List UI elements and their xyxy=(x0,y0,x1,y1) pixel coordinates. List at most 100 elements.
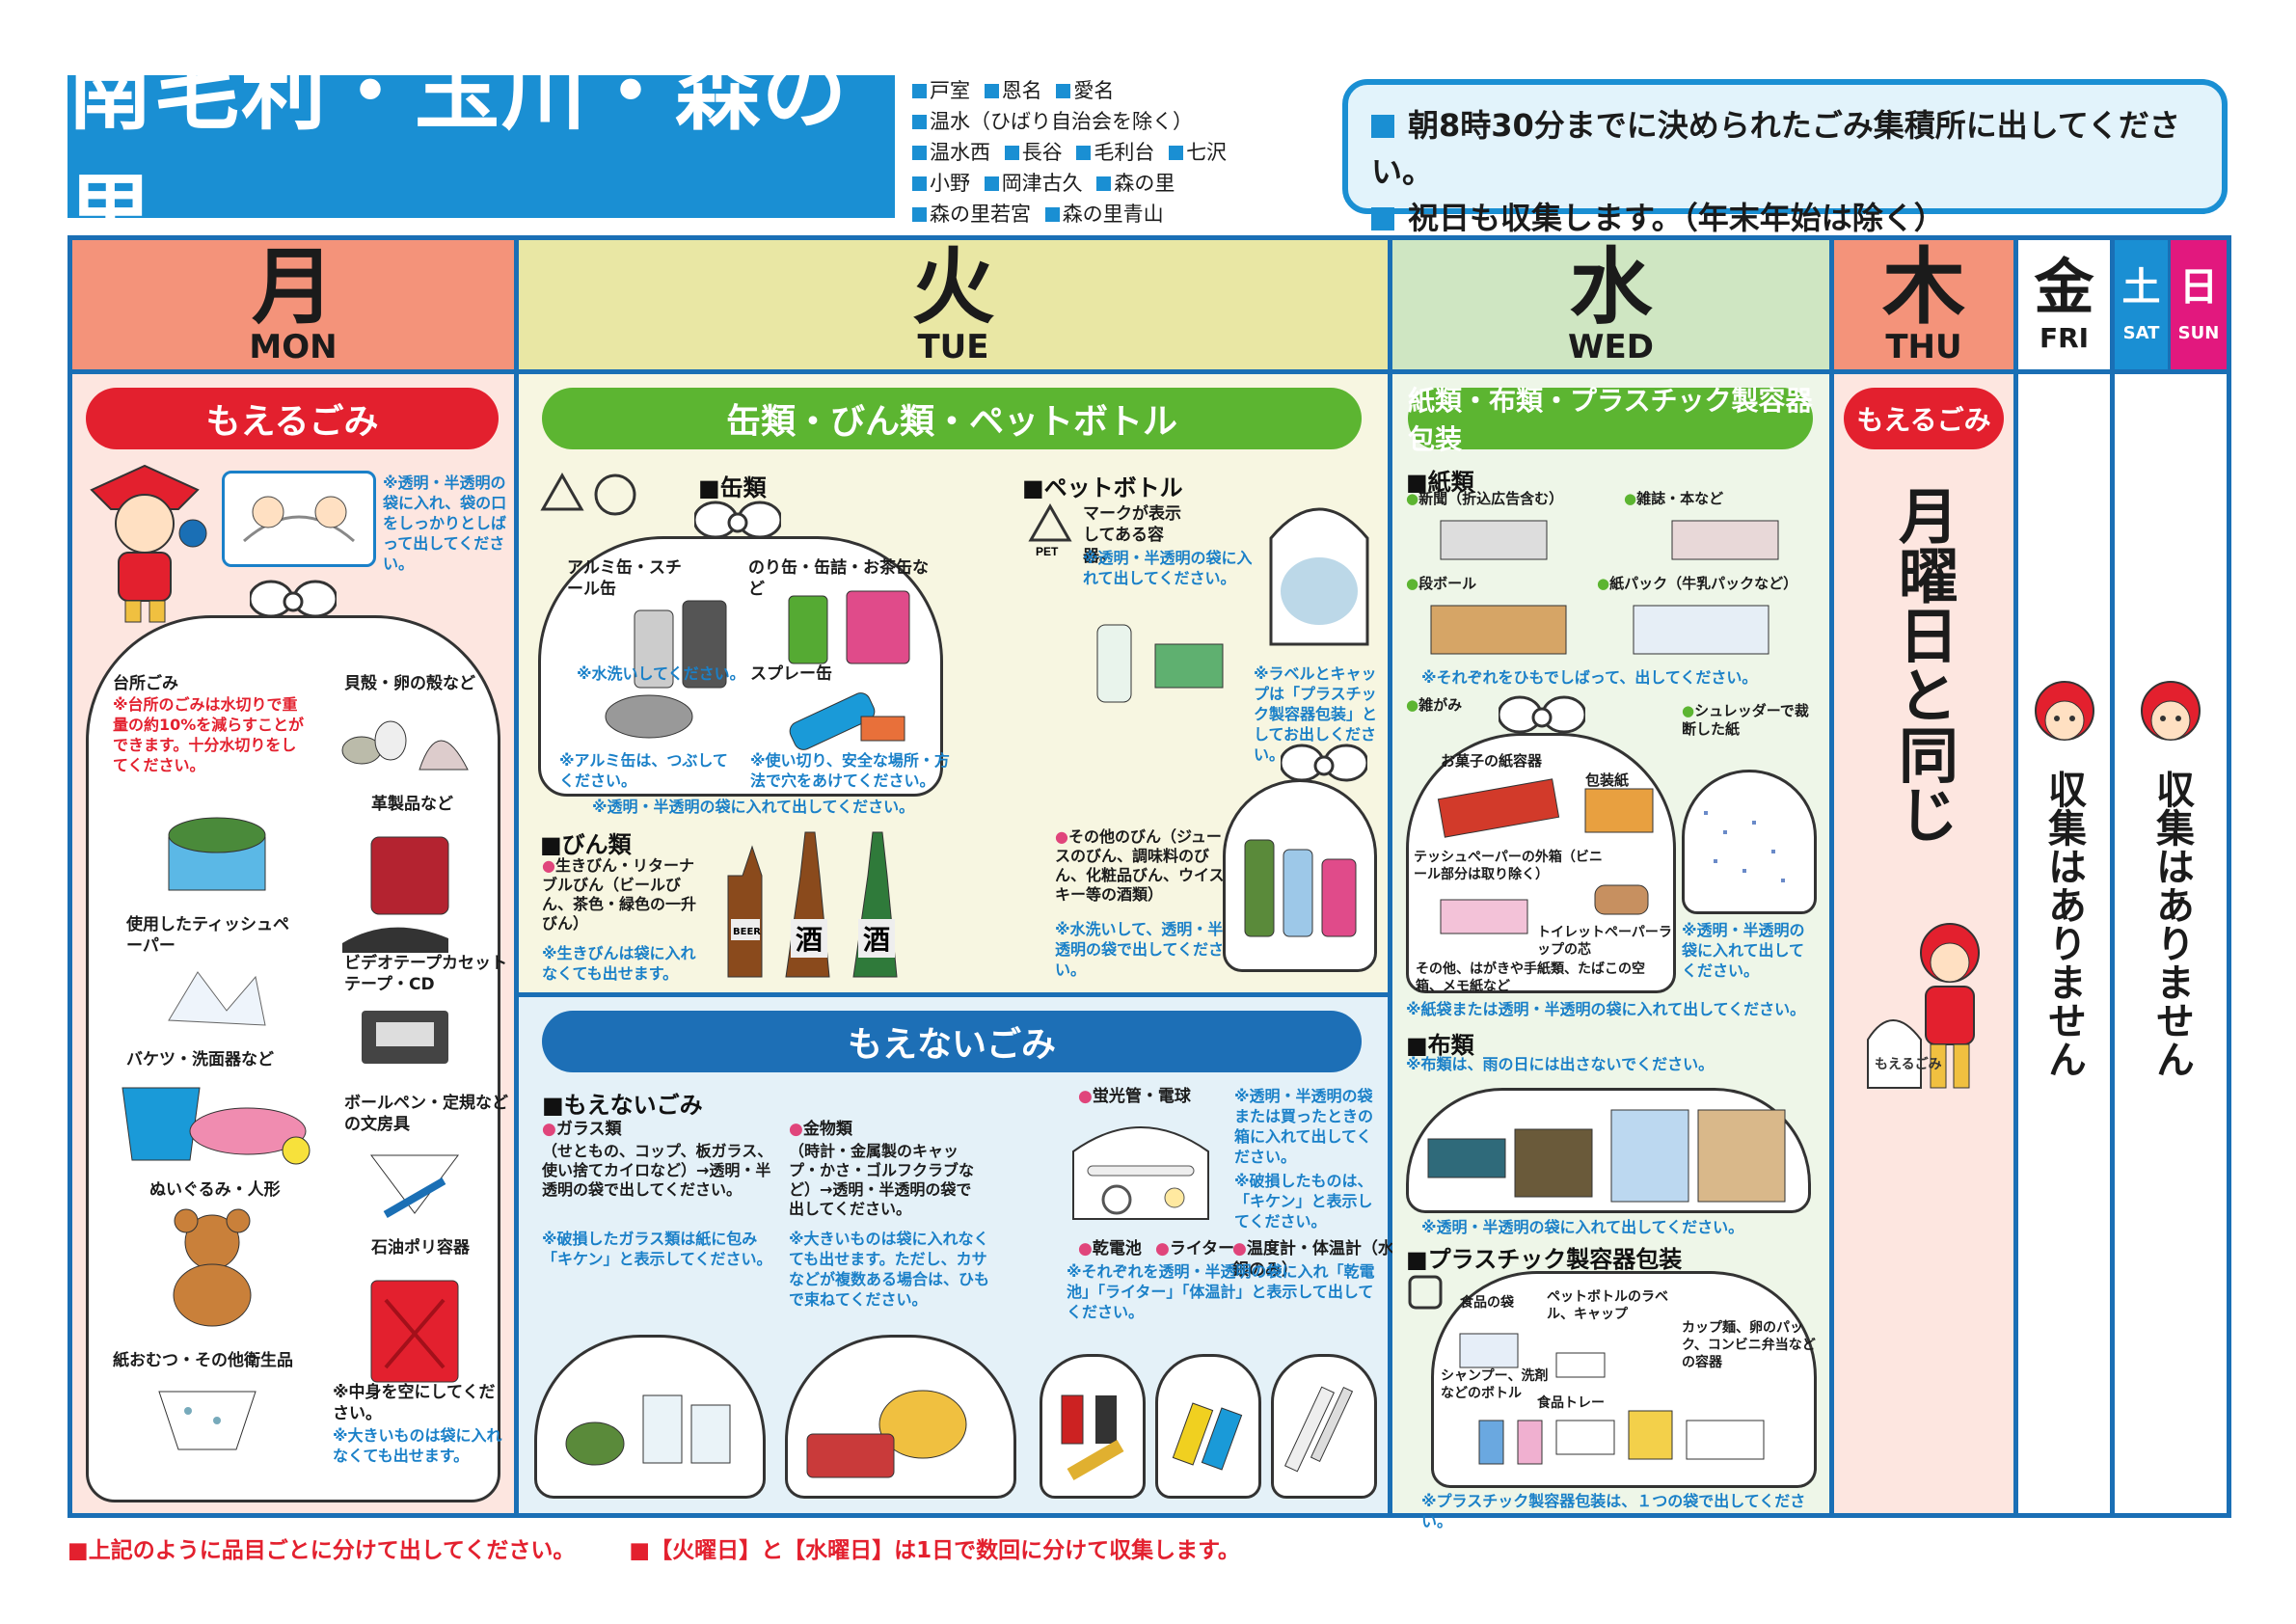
tie-bag-illustration xyxy=(222,471,376,567)
tissue-icon xyxy=(168,971,266,1026)
lamps-head: ●蛍光管・電球 xyxy=(1078,1087,1191,1106)
bottle-note: ※生きびんは袋に入れなくても出せます。 xyxy=(542,944,696,983)
day-jp: 水 xyxy=(1569,239,1653,336)
area-row: 小野 岡津古久 森の里 xyxy=(912,168,1317,199)
area-name: 森の里若宮 xyxy=(930,203,1031,226)
shred-head: ●シュレッダーで裁断した紙 xyxy=(1682,702,1809,738)
category-pill: 缶類・びん類・ペットボトル xyxy=(542,388,1362,449)
bag-note: ※透明・半透明の袋に入れ、袋の口をしっかりとしばって出してください。 xyxy=(383,474,507,573)
category-pill: もえるごみ xyxy=(86,388,499,449)
area-name: 温水西 xyxy=(930,141,990,164)
square-bullet-icon xyxy=(912,207,927,222)
area-row: 温水（ひばり自治会を除く） xyxy=(912,106,1317,137)
lighter-label: ライター xyxy=(1169,1239,1235,1259)
clothes-icon xyxy=(1427,1109,1786,1203)
category-label: もえるごみ xyxy=(1856,404,1991,436)
area-name: 長谷 xyxy=(1021,141,1063,164)
square-bullet-icon xyxy=(1004,146,1019,160)
cartons-head: ●紙パック（牛乳パックなど） xyxy=(1597,575,1798,592)
day-en: WED xyxy=(1568,328,1654,366)
square-bullet-icon xyxy=(912,84,927,98)
metal-head: ●金物類 xyxy=(789,1120,852,1139)
shred-note: ※透明・半透明の袋に入れて出してください。 xyxy=(1682,921,1805,980)
hand-tie-icon xyxy=(243,496,355,543)
square-bullet-icon xyxy=(1371,207,1394,230)
kitchen-note: ※台所のごみは水切りで重量の約10%を減らすことができます。十分水切りをしてくだ… xyxy=(113,695,304,774)
mascot-with-bag-icon: もえるごみ xyxy=(1867,923,1980,1089)
kettle-pot-icon xyxy=(806,1390,967,1478)
item-label: 革製品など xyxy=(371,795,453,814)
item-label: ボールペン・定規などの文房具 xyxy=(344,1094,508,1134)
lighter-head: ●ライター xyxy=(1155,1239,1235,1259)
tissue-box-icon xyxy=(1440,899,1528,934)
tie-note: ※それぞれをひもでしばって、出してください。 xyxy=(1421,668,1758,687)
cardboard-label: 段ボール xyxy=(1418,575,1477,592)
shells-icon xyxy=(341,720,469,771)
notice-line: 朝8時30分までに決められたごみ集積所に出してください。 xyxy=(1371,102,2199,195)
bag-knot-icon xyxy=(694,501,781,539)
square-bullet-icon xyxy=(1169,146,1184,160)
fuel-tank-icon xyxy=(370,1280,459,1383)
day-en: SAT xyxy=(2122,323,2160,343)
category-pill: もえないごみ xyxy=(542,1011,1362,1072)
square-bullet-icon xyxy=(984,84,999,98)
day-jp: 火 xyxy=(911,239,995,336)
cans-bag xyxy=(538,536,943,797)
same-as-monday: 月曜日と同じ xyxy=(1888,485,1958,844)
glass-head: ●ガラス類 xyxy=(542,1120,622,1139)
page-title-text: 南毛利・玉川・森の里 xyxy=(68,42,850,264)
battery-icon xyxy=(1061,1394,1124,1481)
item-label: 使用したティッシュペーパー xyxy=(126,915,289,956)
pet-bag-icon xyxy=(1269,507,1369,646)
cans-icon xyxy=(634,600,727,689)
area-row: 森の里若宮 森の里青山 xyxy=(912,199,1317,230)
area-name: 森の里 xyxy=(1114,172,1175,195)
battery-label: 乾電池 xyxy=(1092,1239,1142,1259)
square-bullet-icon xyxy=(1056,84,1071,98)
label-cap-note: ※ラベルとキャップは「プラスチック製容器包装」としてお出しください。 xyxy=(1254,664,1378,764)
tuesday-panel: 缶類・びん類・ペットボトル ■缶類 アルミ缶・スチール缶 のり缶・缶詰・お茶缶な… xyxy=(519,374,1388,992)
lighter-icon xyxy=(1172,1402,1243,1471)
cardboard-icon xyxy=(1430,605,1769,655)
schedule-table: 月 MON 火 TUE 水 WED 木 THU 金 FRI 土 SAT 日 SU… xyxy=(68,235,2231,1530)
misc-head: ●雑がみ xyxy=(1406,696,1463,714)
broken-note: ※破損したものは、「キケン」と表示してください。 xyxy=(1234,1171,1379,1232)
thermo-label: 温度計・体温計（水銀のみ） xyxy=(1232,1239,1394,1280)
section-plastic: ■プラスチック製容器包装 xyxy=(1406,1246,1683,1273)
area-name: 小野 xyxy=(930,172,970,195)
thursday-panel: もえるごみ 月曜日と同じ もえるごみ xyxy=(1834,374,2013,1513)
area-name: 恩名 xyxy=(1001,79,1042,102)
area-name: 戸室 xyxy=(930,79,970,102)
item-label: 包装紙 xyxy=(1585,771,1630,789)
item-label: テッシュペーパーの外箱（ビニール部分は取り除く） xyxy=(1414,850,1603,882)
collection-notice: 朝8時30分までに決められたごみ集積所に出してください。 祝日も収集します。（年… xyxy=(1342,79,2228,236)
bottle-bag xyxy=(1223,779,1377,972)
day-jp: 月 xyxy=(252,239,335,336)
video-tape-icon xyxy=(362,1011,448,1064)
lighter-bag xyxy=(1155,1354,1261,1499)
footer-note: ■上記のように品目ごとに分けて出してください。 xyxy=(68,1538,576,1563)
bottles-icon xyxy=(1244,839,1357,937)
mags-label: 雑誌・本など xyxy=(1636,490,1724,507)
friday-panel: 収集はありません xyxy=(2018,374,2110,1513)
notice-line: 祝日も収集します。（年末年始は除く） xyxy=(1371,195,2199,241)
misc-label: 雑がみ xyxy=(1418,696,1463,714)
day-header-wed: 水 WED xyxy=(1392,240,1829,369)
bag-label: もえるごみ xyxy=(1875,1056,1942,1072)
day-en: THU xyxy=(1885,328,1962,366)
recycle-mark-icon xyxy=(540,472,636,516)
day-header-tue: 火 TUE xyxy=(519,240,1388,369)
wednesday-panel: 紙類・布類・プラスチック製容器包装 ■紙類 ●新聞（折込広告含む） ●雑誌・本な… xyxy=(1392,374,1829,1530)
sake-label: 酒 xyxy=(863,924,890,956)
broken-note-text: ※破損したものは、「キケン」と表示してください。 xyxy=(1234,1172,1373,1231)
category-label: 紙類・布類・プラスチック製容器包装 xyxy=(1408,385,1813,455)
bag-shoe-icon xyxy=(342,836,449,953)
sake-label: 酒 xyxy=(796,924,823,956)
food-cans-icon xyxy=(788,590,910,664)
item-label: 紙おむつ・その他衛生品 xyxy=(113,1351,293,1370)
day-jp: 金 xyxy=(2034,252,2094,322)
big-item-note: ※大きいものは袋に入れなくても出せます。 xyxy=(333,1426,502,1465)
square-bullet-icon xyxy=(984,176,999,191)
mags-head: ●雑誌・本など xyxy=(1624,490,1724,507)
no-collection: 収集はありません xyxy=(2149,770,2194,1078)
